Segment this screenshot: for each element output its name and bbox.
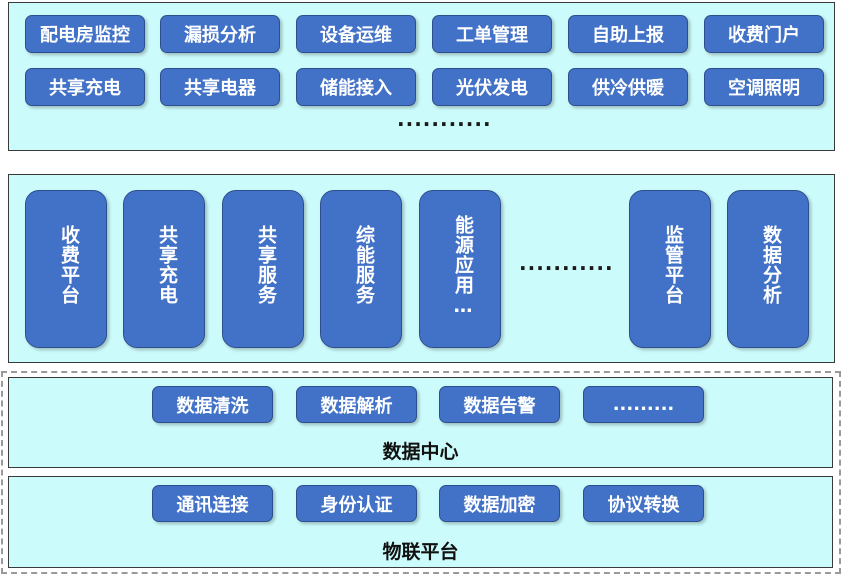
applications-panel: 配电房监控 漏损分析 设备运维 工单管理 自助上报 收费门户 共享充电 共享电器… [8, 2, 835, 151]
app-button-power-room-monitor[interactable]: 配电房监控 [25, 15, 145, 53]
app-button-billing-portal[interactable]: 收费门户 [704, 15, 824, 53]
platforms-panel: 收费平台 共享充电 共享服务 综能服务 能源应用… ........... 监管… [8, 174, 835, 363]
data-more-button[interactable]: ......... [583, 386, 704, 423]
platform-supervision[interactable]: 监管平台 [629, 190, 711, 348]
platform-shared-charging-label: 共享充电 [156, 225, 178, 305]
protocol-conversion-button[interactable]: 协议转换 [583, 485, 704, 522]
platform-data-analysis-label: 数据分析 [760, 225, 782, 305]
platform-shared-charging[interactable]: 共享充电 [123, 190, 205, 348]
iot-platform-panel: 通讯连接 身份认证 数据加密 协议转换 物联平台 [8, 476, 833, 568]
platform-integrated-energy[interactable]: 综能服务 [320, 190, 402, 348]
more-platforms-ellipsis: ........... [519, 251, 614, 275]
platform-energy-apps-label: 能源应用… [452, 215, 474, 318]
data-center-panel: 数据清洗 数据解析 数据告警 ......... 数据中心 [8, 377, 833, 468]
infrastructure-frame [1, 371, 841, 574]
app-button-ac-lighting[interactable]: 空调照明 [704, 68, 824, 106]
app-button-shared-charging[interactable]: 共享充电 [25, 68, 145, 106]
data-center-label: 数据中心 [382, 441, 459, 463]
app-button-self-report[interactable]: 自助上报 [568, 15, 688, 53]
platform-billing[interactable]: 收费平台 [25, 190, 107, 348]
communication-link-button[interactable]: 通讯连接 [152, 485, 273, 522]
platform-integrated-energy-label: 综能服务 [353, 225, 375, 305]
app-button-work-order[interactable]: 工单管理 [432, 15, 552, 53]
platform-supervision-label: 监管平台 [662, 225, 684, 305]
app-button-photovoltaic[interactable]: 光伏发电 [432, 68, 552, 106]
app-button-shared-appliances[interactable]: 共享电器 [160, 68, 280, 106]
app-button-storage-access[interactable]: 储能接入 [296, 68, 416, 106]
data-parsing-button[interactable]: 数据解析 [296, 386, 417, 423]
platform-shared-services-label: 共享服务 [255, 225, 277, 305]
data-alert-button[interactable]: 数据告警 [439, 386, 560, 423]
more-apps-ellipsis: ........... [397, 107, 492, 131]
app-button-cooling-heating[interactable]: 供冷供暖 [568, 68, 688, 106]
platform-billing-label: 收费平台 [58, 225, 80, 305]
iot-platform-label: 物联平台 [382, 541, 459, 563]
identity-auth-button[interactable]: 身份认证 [296, 485, 417, 522]
platform-data-analysis[interactable]: 数据分析 [727, 190, 809, 348]
data-encryption-button[interactable]: 数据加密 [439, 485, 560, 522]
platform-shared-services[interactable]: 共享服务 [222, 190, 304, 348]
data-cleaning-button[interactable]: 数据清洗 [152, 386, 273, 423]
app-button-leak-analysis[interactable]: 漏损分析 [160, 15, 280, 53]
platform-energy-apps[interactable]: 能源应用… [419, 190, 501, 348]
app-button-equipment-maintenance[interactable]: 设备运维 [296, 15, 416, 53]
